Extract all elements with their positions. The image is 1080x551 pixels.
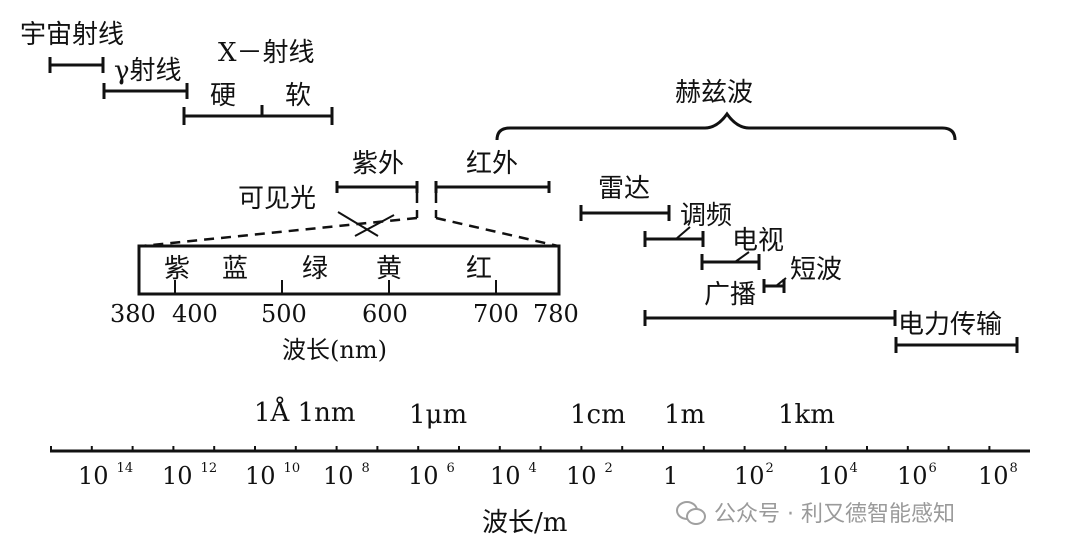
- gamma-ray-label: γ射线: [114, 56, 182, 86]
- visible-ticks: [174, 280, 497, 294]
- connector-dashes: [141, 193, 559, 248]
- nm-tick-600: 600: [362, 300, 408, 328]
- radar-bar: [579, 205, 671, 221]
- power-transmission-bar: [894, 337, 1019, 353]
- color-red: 红: [466, 254, 493, 284]
- tv-label: 电视: [732, 226, 785, 256]
- shortwave-bar: [762, 277, 787, 293]
- radar-label: 雷达: [598, 174, 651, 204]
- color-green: 绿: [302, 254, 329, 284]
- watermark: 公众号 · 利又德智能感知: [676, 496, 955, 528]
- axis-tick-label: 102: [734, 461, 774, 490]
- tv-bar: [700, 251, 761, 270]
- hard-xray-label: 硬: [210, 81, 237, 111]
- axis-tick-label: 1: [663, 462, 679, 490]
- nm-tick-500: 500: [261, 300, 307, 328]
- wechat-icon: [676, 499, 706, 525]
- cosmic-ray-bar: [48, 57, 105, 73]
- color-blue: 蓝: [222, 254, 249, 284]
- infrared-label: 红外: [466, 149, 519, 179]
- visible-spectrum-box: [137, 244, 561, 296]
- axis-tick-label: 108: [978, 461, 1018, 490]
- unit-centimeter: 1cm: [570, 400, 626, 430]
- fm-label: 调频: [680, 201, 733, 231]
- infrared-bar: [434, 181, 551, 193]
- axis-tick-label: 104: [818, 461, 858, 490]
- soft-xray-label: 软: [285, 81, 312, 111]
- ultraviolet-label: 紫外: [352, 149, 405, 179]
- visible-light-label: 可见光: [238, 184, 317, 214]
- main-axis-label: 波长/m: [482, 508, 568, 538]
- unit-meter: 1m: [664, 400, 706, 430]
- main-axis-ticks: [50, 446, 991, 452]
- nm-tick-380: 380: [110, 300, 156, 328]
- color-violet: 紫: [164, 254, 191, 284]
- broadcast-bar: [643, 310, 897, 326]
- unit-kilometer: 1km: [778, 400, 835, 430]
- broadcast-label: 广播: [704, 280, 757, 310]
- nm-tick-780: 780: [533, 300, 579, 328]
- color-yellow: 黄: [376, 254, 403, 284]
- ultraviolet-bar: [335, 181, 419, 193]
- xray-bar: [182, 105, 334, 125]
- visible-light-pointer: [337, 211, 379, 237]
- unit-angstrom-nm: 1Å 1nm: [254, 398, 356, 428]
- power-transmission-label: 电力传输: [898, 310, 1003, 340]
- hertz-wave-brace: [495, 111, 957, 141]
- shortwave-label: 短波: [790, 255, 843, 285]
- watermark-text: 公众号 · 利又德智能感知: [714, 502, 955, 527]
- nm-tick-400: 400: [172, 300, 218, 328]
- unit-micrometer: 1μm: [409, 400, 468, 430]
- xray-label: X－射线: [218, 38, 315, 68]
- axis-tick-label: 106: [897, 461, 937, 490]
- nm-axis-label: 波长(nm): [282, 336, 387, 364]
- nm-tick-700: 700: [473, 300, 519, 328]
- gamma-ray-bar: [102, 83, 189, 99]
- fm-bar: [643, 226, 705, 247]
- hertz-wave-label: 赫兹波: [675, 78, 754, 108]
- cosmic-ray-label: 宇宙射线: [20, 20, 125, 50]
